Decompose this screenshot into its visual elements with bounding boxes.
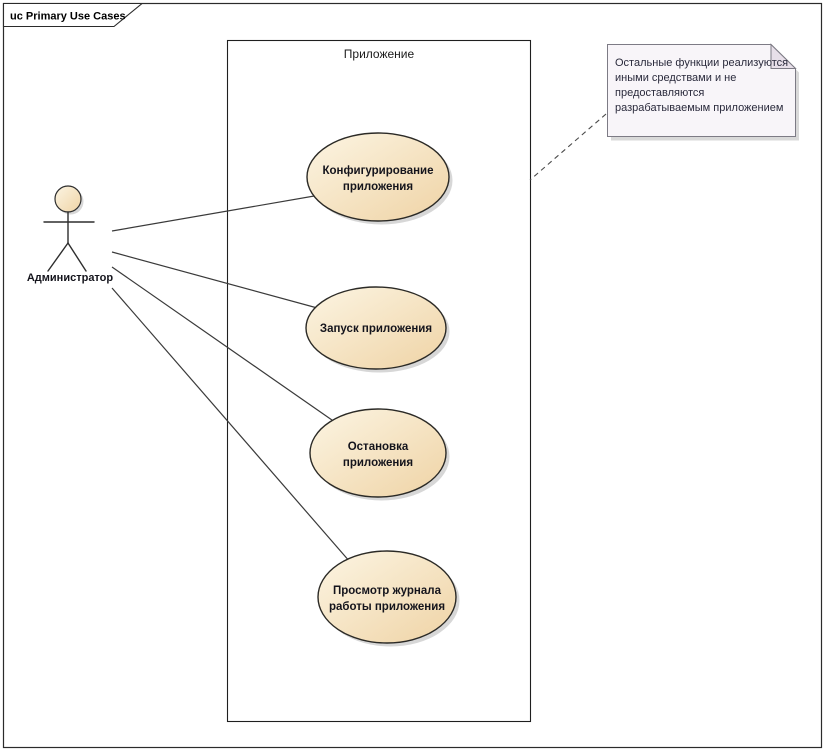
association-view-log[interactable]: [111, 287, 358, 571]
note-body: [607, 44, 796, 137]
frame-title: uc Primary Use Cases: [10, 11, 126, 23]
usecase-view-application-log[interactable]: Просмотр журнала работы приложения: [317, 550, 460, 647]
actor-administrator[interactable]: Администратор: [27, 185, 114, 284]
association-configure[interactable]: [111, 194, 321, 232]
usecase-ellipse: [309, 408, 447, 498]
association-start[interactable]: [111, 251, 333, 313]
actor-head: [54, 185, 82, 213]
note-text-line: разрабатываемым приложением: [615, 102, 783, 114]
note-dashed-connector[interactable]: [529, 113, 607, 181]
usecase-ellipse: [306, 132, 450, 222]
usecase-label-line: приложения: [343, 457, 413, 469]
usecase-ellipse: [317, 550, 457, 644]
usecase-label-line: приложения: [343, 181, 413, 193]
usecase-label-line: Конфигурирование: [322, 165, 433, 177]
usecase-label-line: Остановка: [348, 441, 409, 453]
association-stop[interactable]: [111, 266, 343, 428]
system-boundary-label: Приложение: [344, 47, 415, 61]
note-text-line: иными средствами и не: [615, 72, 736, 84]
usecase-stop-application[interactable]: Остановка приложения: [309, 408, 450, 501]
usecase-ellipse: [305, 286, 447, 370]
frame-title-tab: [2, 2, 144, 28]
note[interactable]: Остальные функции реализуются иными сред…: [607, 43, 800, 141]
actor-left-leg: [47, 242, 69, 272]
note-text-line: предоставляются: [615, 87, 704, 99]
usecase-configure-application[interactable]: Конфигурирование приложения: [306, 132, 453, 225]
actor-label: Администратор: [27, 272, 114, 284]
actor-right-leg: [67, 242, 87, 272]
note-text-line: Остальные функции реализуются: [615, 57, 788, 69]
usecase-label-line: Просмотр журнала: [333, 585, 442, 597]
usecase-label-line: работы приложения: [329, 601, 445, 613]
note-fold-icon: [770, 43, 797, 69]
usecase-label-line: Запуск приложения: [320, 323, 432, 335]
usecase-start-application[interactable]: Запуск приложения: [305, 286, 450, 373]
